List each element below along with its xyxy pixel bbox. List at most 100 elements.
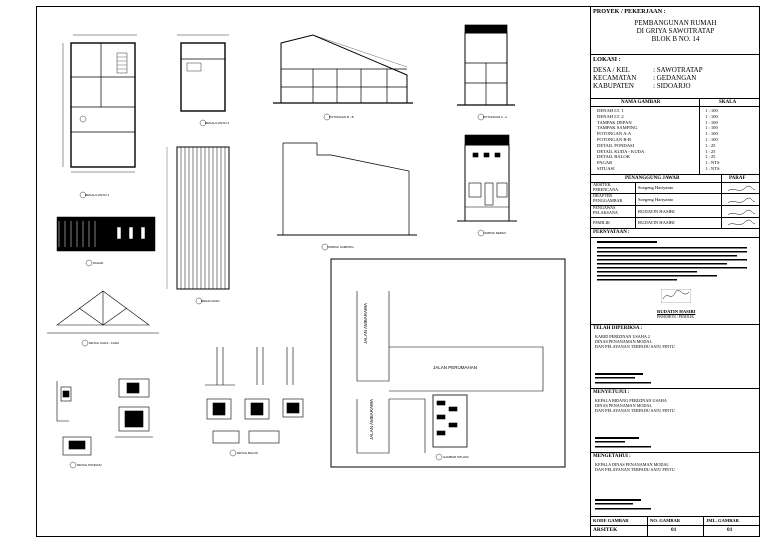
responsible-role-4: PEMILIK xyxy=(593,220,610,225)
checked-by: KEPALA BIDANG PERIZINAN USAHA DINAS PENA… xyxy=(595,398,675,413)
caption-situasi: GAMBAR SITUASI xyxy=(443,455,469,459)
tampak-samping xyxy=(277,142,417,251)
statement-owner-sub: PEMOHON / PEMILIK xyxy=(657,315,695,319)
pagar-drawing xyxy=(56,216,156,267)
approved-label: TELAH DIPERIKSA : xyxy=(593,326,643,331)
drawing-sheet: DENAH LANTAI 1 DENAH LANTAI 2 POTONGAN B… xyxy=(36,6,760,537)
caption-tampak-depan: TAMPAK DEPAN xyxy=(483,231,506,235)
footer-header-no: NO. GAMBAR xyxy=(650,518,681,523)
checked-section: MENYETUJUI : KEPALA BIDANG PERIZINAN USA… xyxy=(591,389,760,453)
caption-denah-atap: DENAH ATAP xyxy=(201,299,220,303)
drawing-name-1: DENAH LT. 1 xyxy=(597,108,624,113)
footer-header-kode: KODE GAMBAR xyxy=(593,518,629,523)
drawing-scale-8: 1 : 25 xyxy=(705,148,716,154)
drawing-name-11: SITUASI xyxy=(597,165,615,171)
drawing-canvas xyxy=(47,24,566,469)
approved-section: TELAH DIPERIKSA : KABID PERIZINAN USAHA … xyxy=(591,325,760,389)
caption-potongan-aa: POTONGAN A - A xyxy=(483,115,508,119)
checked-by-line-1: KEPALA BIDANG PERIZINAN USAHA xyxy=(595,398,667,403)
drawing-name-3: TAMPAK DEPAN xyxy=(597,119,632,125)
responsible-role-3: PENGAWAS PELAKSANA xyxy=(593,205,618,215)
caption-kuda-kuda: DETAIL KUDA - KUDA xyxy=(89,341,120,345)
location-value-desa: : SAWOTRATAP xyxy=(653,66,703,74)
tampak-depan xyxy=(457,134,517,237)
responsible-role-1: ARSITEK PERENCANA xyxy=(593,182,619,192)
responsible-section: PENANGGUNG JAWAB PARAF ARSITEK PERENCANA… xyxy=(591,175,760,229)
responsible-name-1: Soegeng Hariyanto xyxy=(638,185,674,190)
caption-tampak-samping: TAMPAK SAMPING xyxy=(327,245,354,249)
responsible-header-name: PENANGGUNG JAWAB xyxy=(625,176,680,181)
checked-signatory-block xyxy=(595,437,651,448)
denah-lantai-1 xyxy=(62,34,137,199)
approved-by-line-3: DAN PELAYANAN TERPADU SATU PINTU xyxy=(595,344,675,349)
footer-value-kode: ARSITEK xyxy=(593,527,618,533)
responsible-header-paraf: PARAF xyxy=(729,176,746,181)
project-name-line-2: DI GRIYA SAWOTRATAP xyxy=(636,27,715,35)
drawing-name-8: DETAIL KUDA - KUDA xyxy=(597,148,645,154)
location-label: LOKASI : xyxy=(593,56,621,63)
project-name-line-1: PEMBANGUNAN RUMAH xyxy=(634,19,717,27)
drawings-list-section: NAMA GAMBAR SKALA DENAH LT. 1 DENAH LT. … xyxy=(591,99,760,175)
owner-signature xyxy=(661,289,691,303)
caption-denah-lt2: DENAH LANTAI 2 xyxy=(205,121,230,125)
responsible-name-3: RUDATIN HASIBI xyxy=(638,209,675,214)
approved-by-line-1: KABID PERIZINAN USAHA 2 xyxy=(595,334,650,339)
statement-section: PERNYATAAN : RUDATIN HASIBI PEMOHON / PE… xyxy=(591,229,760,325)
drawing-scale-2: 1 : 100 xyxy=(705,113,718,119)
label-jalan-ambarawa-2: JALAN AMBARAWA xyxy=(368,399,374,440)
statement-text-block xyxy=(597,241,747,281)
known-by-line-2: DAN PELAYANAN TERPADU SATU PINTU xyxy=(595,467,675,472)
location-keys: DESA / KEL KECAMATAN KABUPATEN xyxy=(593,66,636,90)
drawings-names: DENAH LT. 1 DENAH LT. 2 TAMPAK DEPAN TAM… xyxy=(597,108,644,172)
drawing-area: DENAH LANTAI 1 DENAH LANTAI 2 POTONGAN B… xyxy=(37,7,589,536)
approved-by: KABID PERIZINAN USAHA 2 DINAS PENANAMAN … xyxy=(595,334,675,349)
caption-denah-lt1: DENAH LANTAI 1 xyxy=(85,193,110,197)
caption-potongan-bb: POTONGAN B - B xyxy=(329,115,354,119)
drawing-name-2: DENAH LT. 2 xyxy=(597,113,624,119)
location-section: LOKASI : DESA / KEL KECAMATAN KABUPATEN … xyxy=(591,55,760,99)
responsible-name-4: RUDATIN HASIBI xyxy=(638,220,675,225)
drawing-scale-6: 1 : 100 xyxy=(705,136,718,142)
situasi-drawing xyxy=(330,258,566,468)
project-name: PEMBANGUNAN RUMAH DI GRIYA SAWOTRATAP BL… xyxy=(591,19,760,43)
drawing-scale-1: 1 : 100 xyxy=(705,108,718,113)
drawing-scale-11: 1 : NTS xyxy=(705,165,720,171)
responsible-name-2: Soegeng Hariyanto xyxy=(638,197,674,202)
known-signatory-block xyxy=(595,499,651,510)
footer-value-no: 01 xyxy=(671,527,677,533)
checked-label: MENYETUJUI : xyxy=(593,390,630,395)
known-by: KEPALA DINAS PENANAMAN MODAL DAN PELAYAN… xyxy=(595,462,675,472)
approved-by-line-2: DINAS PENANAMAN MODAL xyxy=(595,339,652,344)
location-key-kecamatan: KECAMATAN xyxy=(593,74,637,82)
responsible-role-2: DRAFTER PENGGAMBAR xyxy=(593,193,623,203)
statement-label: PERNYATAAN : xyxy=(593,230,630,235)
drawing-name-4: TAMPAK SAMPING xyxy=(597,125,638,131)
potongan-b-b xyxy=(273,34,413,121)
drawing-name-6: POTONGAN B-B xyxy=(597,136,631,142)
drawings-scales: 1 : 100 1 : 100 1 : 100 1 : 100 1 : 100 … xyxy=(705,108,720,172)
drawing-name-5: POTONGAN A-A xyxy=(597,131,632,137)
drawing-scale-5: 1 : 100 xyxy=(705,131,718,137)
footer-section: KODE GAMBAR NO. GAMBAR JML. GAMBAR ARSIT… xyxy=(591,517,760,536)
denah-atap xyxy=(166,146,230,305)
footer-header-jml: JML. GAMBAR xyxy=(706,518,739,523)
location-key-desa: DESA / KEL xyxy=(593,66,630,74)
location-value-kecamatan: : GEDANGAN xyxy=(653,74,697,82)
caption-pagar: PAGAR xyxy=(93,261,104,265)
drawings-header-scale: SKALA xyxy=(719,100,737,105)
approved-signatory-block xyxy=(595,373,651,384)
known-by-line-1: KEPALA DINAS PENANAMAN MODAL xyxy=(595,462,669,467)
location-values: : SAWOTRATAP : GEDANGAN : SIDOARJO xyxy=(653,66,703,90)
project-label: PROYEK / PEKERJAAN : xyxy=(593,8,666,15)
checked-by-line-2: DINAS PENANAMAN MODAL xyxy=(595,403,652,408)
known-section: MENGETAHUI : KEPALA DINAS PENANAMAN MODA… xyxy=(591,453,760,517)
checked-by-line-3: DAN PELAYANAN TERPADU SATU PINTU xyxy=(595,408,675,413)
drawing-scale-4: 1 : 100 xyxy=(705,125,718,131)
footer-value-jml: 01 xyxy=(727,527,733,533)
location-key-kabupaten: KABUPATEN xyxy=(593,82,634,90)
drawing-name-10: PAGAR xyxy=(597,160,613,166)
location-value-kabupaten: : SIDOARJO xyxy=(653,82,691,90)
drawing-scale-9: 1 : 25 xyxy=(705,154,716,160)
drawings-header-name: NAMA GAMBAR xyxy=(621,100,661,105)
denah-lantai-2 xyxy=(177,34,229,127)
